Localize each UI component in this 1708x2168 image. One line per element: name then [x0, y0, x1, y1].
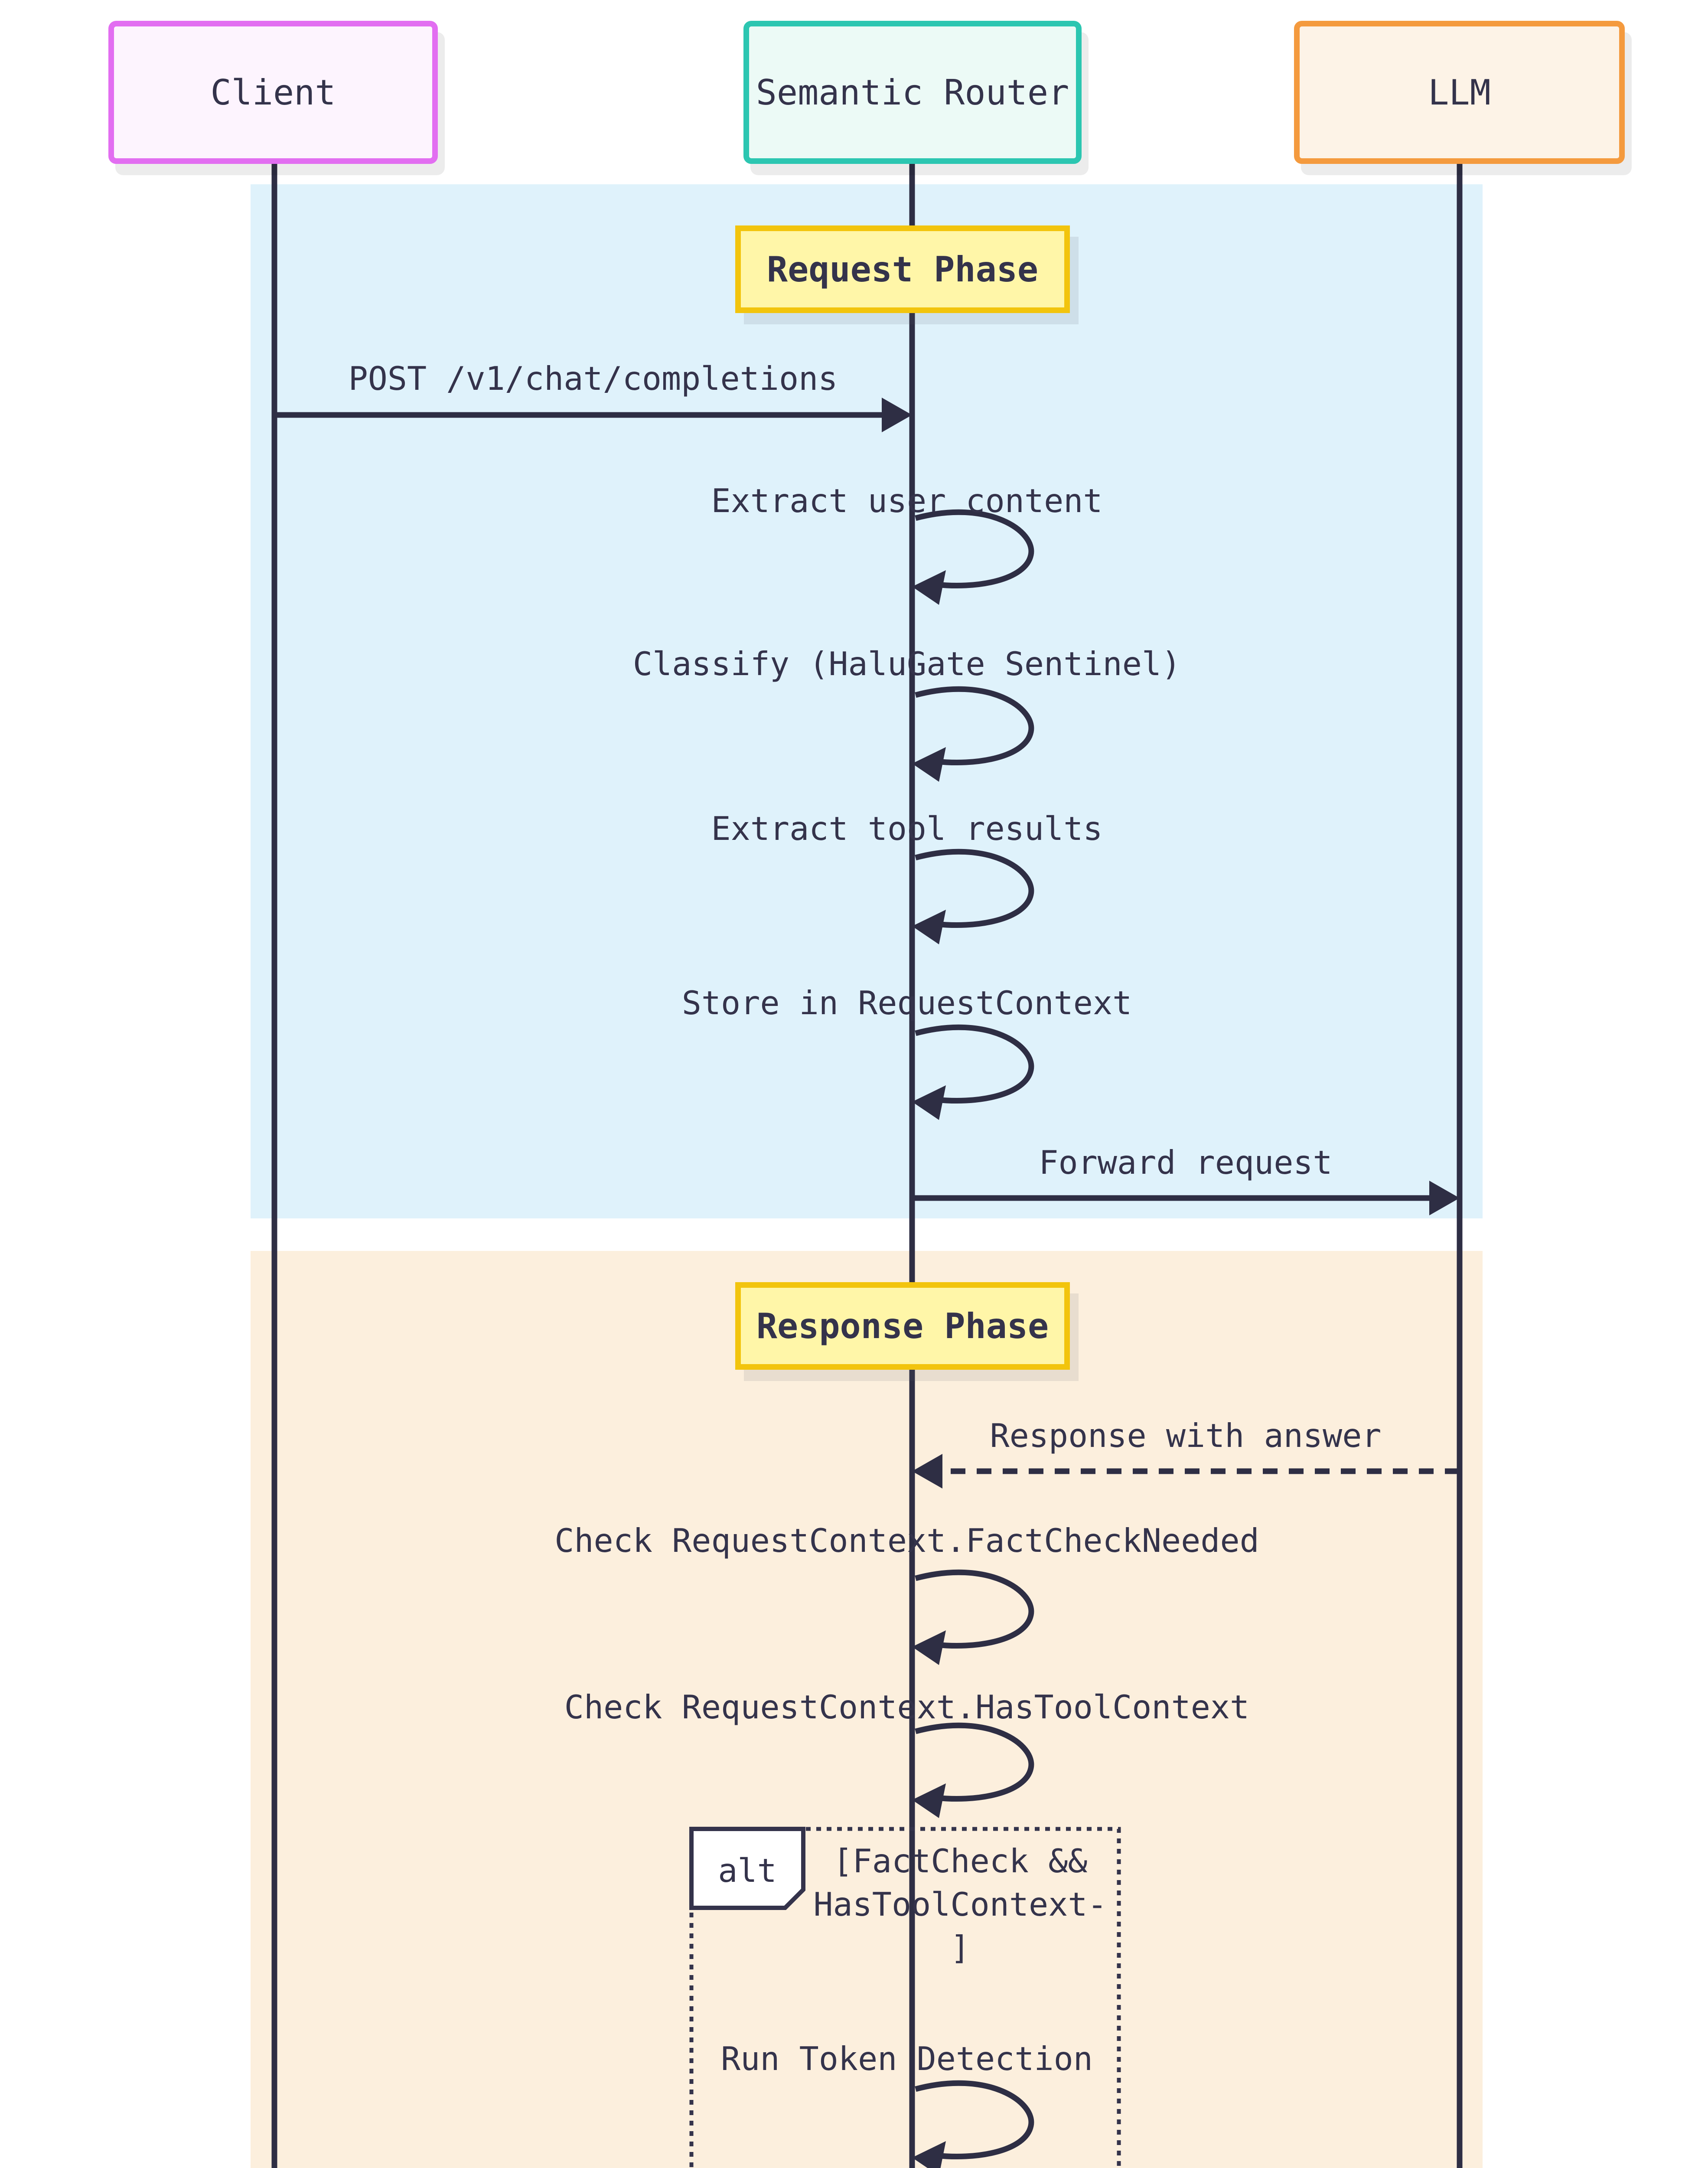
request-phase-band: [251, 184, 1483, 1218]
self-loop-extract-user-content: [912, 509, 1034, 605]
loop-line: [915, 1569, 1034, 1649]
message-post-completions: POST /v1/chat/completions: [348, 359, 838, 398]
self-loop-classify: [912, 686, 1034, 782]
arrowhead-left-icon: [912, 910, 946, 944]
self-loop-extract-tool-results: [912, 849, 1034, 944]
arrowhead-right-icon: [882, 398, 912, 432]
note-response-phase: Response Phase: [735, 1282, 1070, 1370]
self-loop-store-requestcontext: [912, 1024, 1034, 1120]
message-response-with-answer: Response with answer: [990, 1417, 1382, 1455]
note-label: Response Phase: [756, 1306, 1049, 1346]
alt-condition-line: [FactCheck &&: [833, 1842, 1088, 1880]
note-request-phase: Request Phase: [735, 225, 1070, 313]
actor-client-top: Client: [108, 21, 438, 164]
actor-label: Client: [210, 72, 336, 113]
message-run-token-detection: Run Token Detection: [721, 2040, 1093, 2078]
self-loop-check-hastoolcontext: [912, 1722, 1034, 1818]
actor-label: Semantic Router: [756, 72, 1069, 113]
self-loop-check-factcheckneeded: [912, 1569, 1034, 1665]
note-label: Request Phase: [766, 249, 1039, 290]
message-store-requestcontext: Store in RequestContext: [681, 984, 1132, 1022]
loop-line: [915, 1024, 1034, 1104]
loop-line: [915, 2080, 1034, 2160]
message-check-factcheckneeded: Check RequestContext.FactCheckNeeded: [554, 1522, 1259, 1560]
message-extract-user-content: Extract user content: [711, 482, 1103, 520]
alt-label-box: [689, 1827, 805, 1910]
arrowhead-left-icon: [912, 747, 946, 782]
loop-line: [915, 849, 1034, 928]
actor-semantic-router-top: Semantic Router: [743, 21, 1082, 164]
actor-label: LLM: [1428, 72, 1491, 113]
arrowhead-left-icon: [912, 2141, 946, 2168]
arrowhead-left-icon: [912, 1085, 946, 1120]
loop-line: [915, 1722, 1034, 1802]
actor-llm-top: LLM: [1294, 21, 1625, 164]
message-classify-halugate: Classify (HaluGate Sentinel): [632, 645, 1181, 683]
arrowhead-left-icon: [912, 1630, 946, 1665]
arrowhead-left-icon: [912, 570, 946, 605]
self-loop-run-token-detection: [912, 2080, 1034, 2168]
arrow-response-with-answer: [912, 1454, 1460, 1489]
arrowhead-right-icon: [1429, 1181, 1460, 1215]
arrowhead-left-icon: [912, 1783, 946, 1818]
arrow-post-completions: [274, 398, 912, 432]
loop-line: [915, 509, 1034, 589]
alt-condition-line: HasToolContext-: [813, 1885, 1107, 1923]
message-extract-tool-results: Extract tool results: [711, 810, 1103, 848]
arrowhead-left-icon: [912, 1454, 942, 1489]
message-check-hastoolcontext: Check RequestContext.HasToolContext: [564, 1688, 1250, 1726]
alt-keyword-label: alt: [718, 1851, 777, 1890]
alt-condition-line: ]: [950, 1929, 970, 1967]
message-forward-request: Forward request: [1039, 1143, 1333, 1182]
response-phase-band: [251, 1251, 1483, 2168]
arrow-forward-request: [912, 1181, 1460, 1215]
loop-line: [915, 686, 1034, 766]
